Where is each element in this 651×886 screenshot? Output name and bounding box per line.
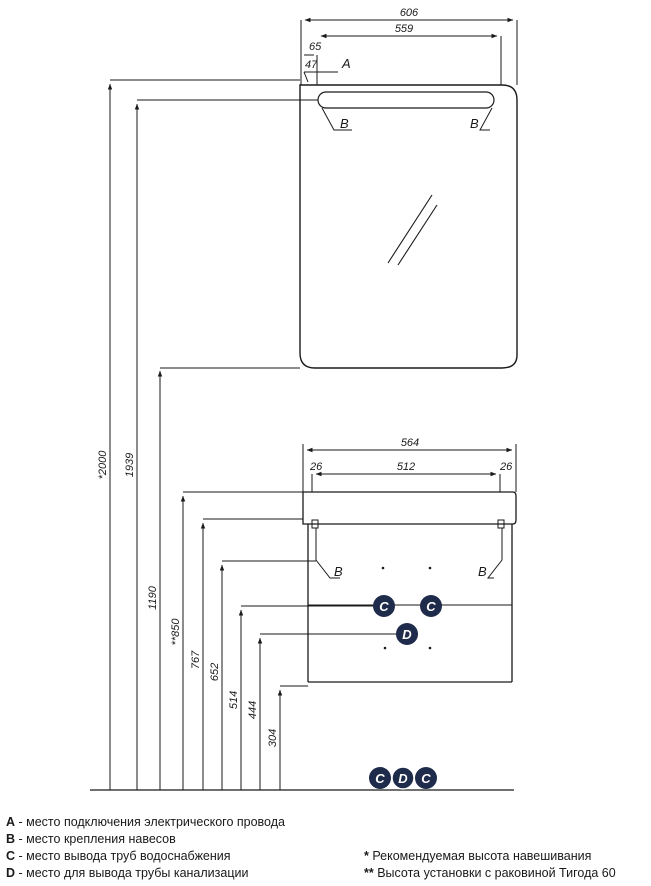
mirror-outline xyxy=(299,84,518,369)
legend-notes: * Рекомендуемая высота навешивания ** Вы… xyxy=(364,848,616,882)
height-444: 444 xyxy=(247,701,259,719)
height-1190: 1190 xyxy=(147,585,159,610)
label-mirror-b-right: B xyxy=(470,116,479,131)
height-514: 514 xyxy=(228,691,240,709)
note-install-height: ** Высота установки с раковиной Тигода 6… xyxy=(364,866,616,880)
height-850: **850 xyxy=(170,618,182,646)
dim-mirror-width: 606 xyxy=(400,7,419,19)
dim-cabinet-side-right: 26 xyxy=(499,461,513,473)
circle-c-right: C xyxy=(420,595,442,617)
svg-text:C: C xyxy=(421,771,431,786)
dim-cabinet-side-left: 26 xyxy=(309,461,323,473)
height-2000: *2000 xyxy=(97,450,109,480)
dim-cabinet-width: 564 xyxy=(401,437,419,449)
floor-circle-c-left: C xyxy=(369,767,391,789)
label-mirror-b-left: B xyxy=(340,116,349,131)
svg-text:D: D xyxy=(402,627,412,642)
legend-left: A - место подключения электрического про… xyxy=(6,814,285,882)
svg-text:C: C xyxy=(426,599,436,614)
legend-item-b: B - место крепления навесов xyxy=(6,832,176,846)
floor-circle-d: D xyxy=(391,766,415,790)
label-cabinet-b-left: B xyxy=(334,564,343,579)
svg-text:C: C xyxy=(375,771,385,786)
legend-item-c: C - место вывода труб водоснабжения xyxy=(6,849,231,863)
dim-mirror-offset-47: 47 xyxy=(305,59,318,71)
label-cabinet-b-right: B xyxy=(478,564,487,579)
dim-mirror-inner-width: 559 xyxy=(395,23,413,35)
mirror-light-bar xyxy=(317,91,495,109)
circle-d: D xyxy=(396,623,418,645)
height-652: 652 xyxy=(209,663,221,681)
height-304: 304 xyxy=(267,729,279,747)
label-point-a: A xyxy=(341,56,351,71)
legend-item-d: D - место для вывода трубы канализации xyxy=(6,866,249,880)
dim-cabinet-inner-width: 512 xyxy=(397,461,415,473)
countertop-outline xyxy=(302,491,517,525)
legend-item-a: A - место подключения электрического про… xyxy=(6,815,285,829)
height-1939: 1939 xyxy=(124,453,136,477)
dim-mirror-offset-65: 65 xyxy=(309,41,322,53)
svg-text:D: D xyxy=(398,771,408,786)
technical-drawing: 606 559 65 47 A B B 564 512 26 26 B B C … xyxy=(90,7,518,791)
height-767: 767 xyxy=(190,650,202,669)
note-recommended-height: * Рекомендуемая высота навешивания xyxy=(364,849,592,863)
svg-text:C: C xyxy=(379,599,389,614)
floor-circle-c-right: C xyxy=(415,767,437,789)
circle-c-left: C xyxy=(373,595,395,617)
